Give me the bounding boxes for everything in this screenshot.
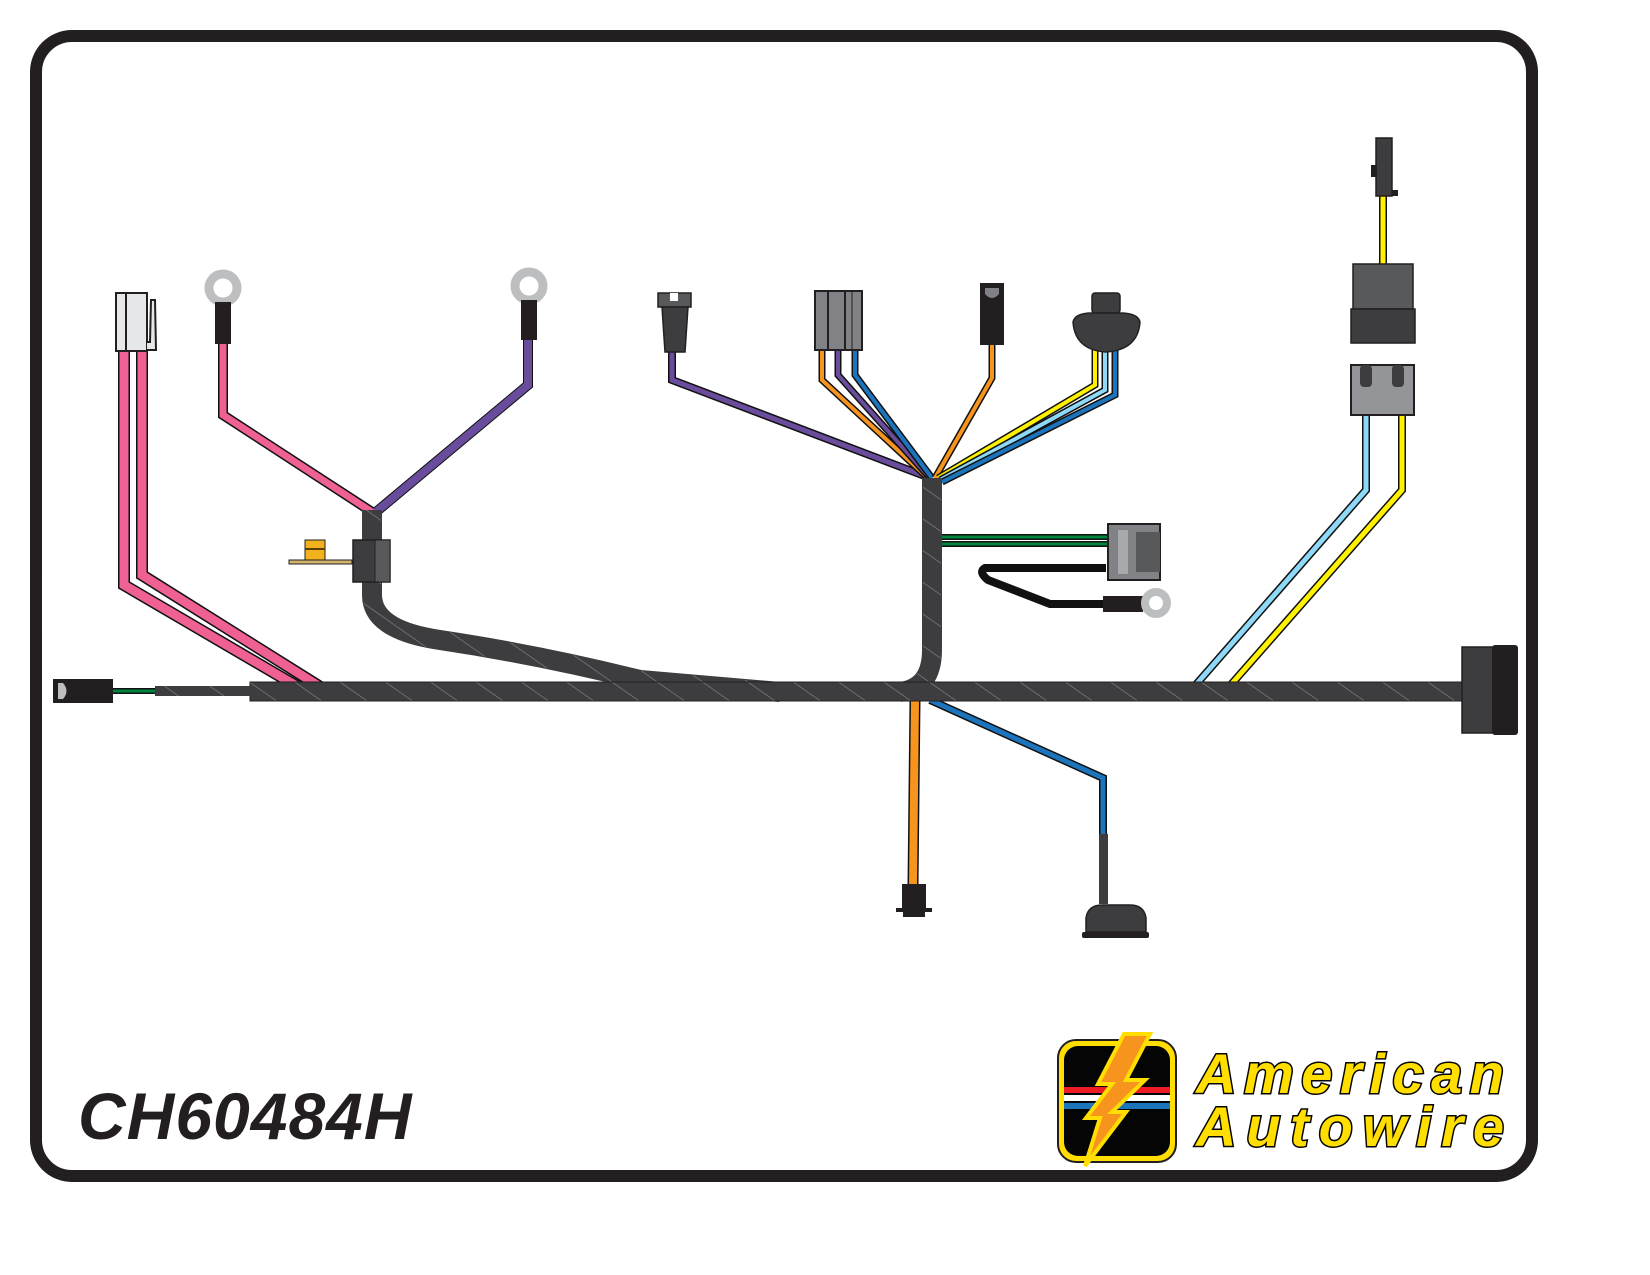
black-pin-connector — [896, 884, 932, 917]
gray-3wire-bundle — [818, 348, 935, 481]
lightning-bolt-icon — [1081, 1032, 1154, 1168]
purple-bulb-socket — [657, 292, 692, 353]
main-loom-trunk — [249, 681, 1465, 702]
ring-terminal-center — [510, 267, 548, 340]
orange-lower-wire — [909, 699, 919, 886]
ring-terminal-right — [1103, 588, 1171, 618]
small-top-connector — [1371, 137, 1398, 197]
gray-3pin-connector — [814, 290, 863, 351]
round-socket-connector — [1072, 292, 1141, 353]
right-end-connector — [1461, 645, 1518, 735]
american-autowire-logo: American Autowire — [1057, 1032, 1506, 1168]
white-2pin-connector — [115, 292, 158, 352]
light-blue-wire — [1191, 413, 1369, 690]
relay-gray-socket — [1350, 364, 1415, 416]
yellow-wire — [1226, 413, 1405, 690]
purple-wire-2 — [669, 350, 931, 481]
left-end-connector — [53, 679, 113, 703]
gray-2pin-connector — [1107, 523, 1161, 581]
blue-lower-wire — [928, 697, 1106, 838]
ring-terminal-left — [204, 269, 242, 344]
splice-clip — [352, 539, 391, 583]
svg-text:Autowire: Autowire — [1194, 1095, 1504, 1158]
blade-terminal — [288, 539, 353, 565]
sensor-dome-connector — [1082, 904, 1149, 938]
pink-wire — [219, 340, 374, 515]
green-wire-pair — [942, 534, 1108, 547]
diagram-frame — [30, 30, 1538, 1182]
sensor-lead — [1099, 834, 1108, 904]
black-ground-wire — [978, 564, 1106, 608]
relay-connector — [1350, 263, 1416, 344]
svg-text:American: American — [1194, 1042, 1504, 1105]
orange-wire — [933, 343, 994, 479]
small-loom-lead — [155, 686, 251, 696]
purple-wire — [373, 338, 532, 516]
part-number: CH60484H — [78, 1079, 413, 1153]
socket-3wire-bundle — [936, 350, 1119, 486]
pink-wire-pair — [118, 350, 326, 694]
black-1pin-connector — [980, 283, 1004, 345]
